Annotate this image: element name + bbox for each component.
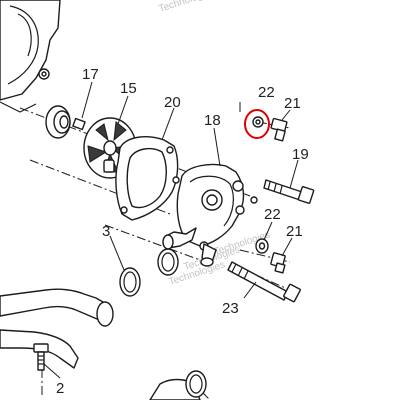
bolt-21-top [270,117,288,142]
gasket-20 [115,136,180,221]
callout-15: 15 [120,80,137,97]
bolt-2 [33,343,49,371]
long-bolt-19 [263,179,315,204]
hose-clamp-3 [119,248,207,398]
callout-18: 18 [204,112,221,129]
hose-3 [0,288,201,400]
engine-case [0,0,61,113]
long-bolt-23 [227,261,301,303]
callout-22-top: 22 [258,84,275,101]
water-pump-housing-18 [162,163,258,267]
callout-3: 3 [102,223,110,240]
callout-17: 17 [82,66,99,83]
leader-lines [43,81,299,379]
bolt-21-lower [270,252,286,274]
callout-19: 19 [292,146,309,163]
callout-2: 2 [56,380,64,397]
callout-22-lower: 22 [264,206,281,223]
callout-23: 23 [222,300,239,317]
callout-20: 20 [164,94,181,111]
callout-21-lower: 21 [286,223,303,240]
washer-22-highlighted [244,109,270,139]
washer-22-lower [255,238,269,254]
oil-seal-17 [45,105,86,139]
callout-21-top: 21 [284,95,301,112]
watermark: Technologies [158,0,217,15]
